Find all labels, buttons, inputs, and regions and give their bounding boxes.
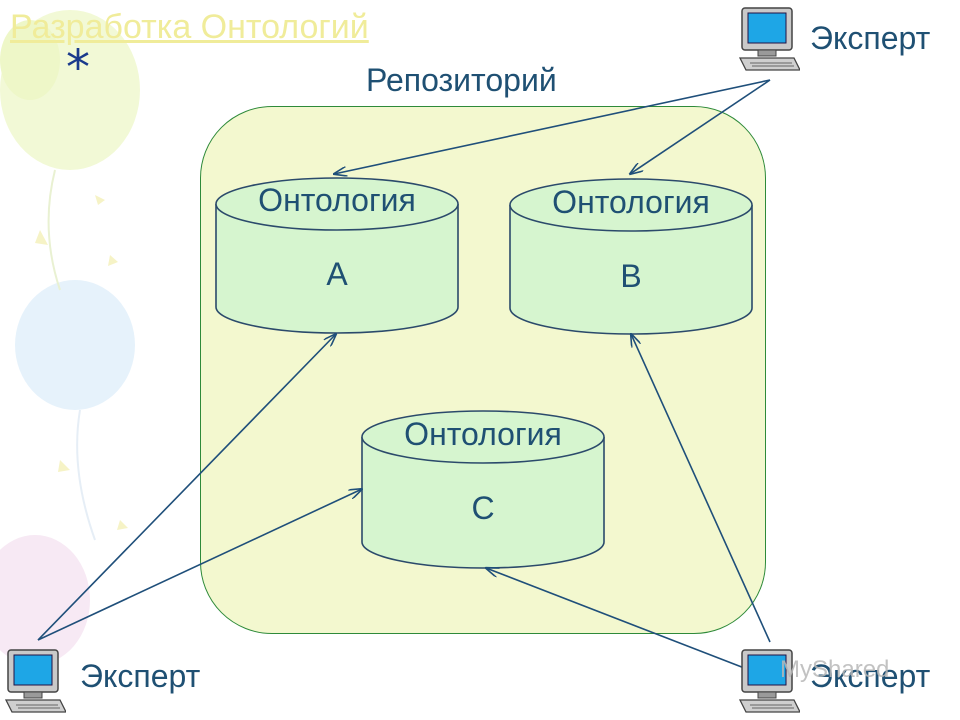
arrow-expert-to-ontology-a bbox=[37, 334, 336, 641]
arrow-expert-to-ontology-a bbox=[334, 79, 771, 174]
arrow-expert-to-ontology-b bbox=[630, 79, 771, 174]
asterisk-marker: * bbox=[66, 40, 90, 96]
arrow-expert-to-ontology-c bbox=[37, 489, 362, 641]
repository-label: Репозиторий bbox=[366, 62, 557, 98]
expert-label-bottom-left: Эксперт bbox=[80, 658, 201, 694]
confetti-decor bbox=[35, 230, 48, 245]
ontology-b-title: Онтология bbox=[552, 184, 710, 220]
balloon-string bbox=[76, 409, 96, 541]
ontology-a-title: Онтология bbox=[258, 182, 416, 218]
confetti-decor bbox=[108, 255, 118, 266]
expert-label-bottom-right: Эксперт bbox=[810, 658, 931, 694]
ontology-b-cylinder bbox=[509, 178, 753, 335]
ontology-c-cylinder bbox=[361, 410, 605, 569]
balloon-string bbox=[47, 169, 61, 291]
confetti-decor bbox=[95, 195, 105, 205]
arrow-expert-to-ontology-b bbox=[631, 334, 771, 643]
balloon-decor bbox=[0, 535, 90, 665]
ontology-a-letter: A bbox=[326, 256, 348, 292]
balloon-decor bbox=[15, 280, 135, 410]
arrow-expert-to-ontology-c bbox=[486, 568, 771, 679]
slide-title: Разработка Онтологий bbox=[10, 8, 369, 46]
computer-icon bbox=[738, 7, 800, 71]
ontology-b-letter: B bbox=[620, 258, 642, 294]
expert-label-top-right: Эксперт bbox=[810, 20, 931, 56]
ontology-a-cylinder bbox=[215, 177, 459, 334]
balloon-decor bbox=[0, 20, 60, 100]
watermark: MyShared bbox=[780, 656, 890, 683]
confetti-decor bbox=[117, 520, 128, 530]
confetti-decor bbox=[58, 460, 70, 472]
computer-icon bbox=[4, 649, 66, 713]
computer-icon bbox=[738, 649, 800, 713]
ontology-c-title: Онтология bbox=[404, 416, 562, 452]
ontology-c-letter: C bbox=[471, 490, 495, 526]
